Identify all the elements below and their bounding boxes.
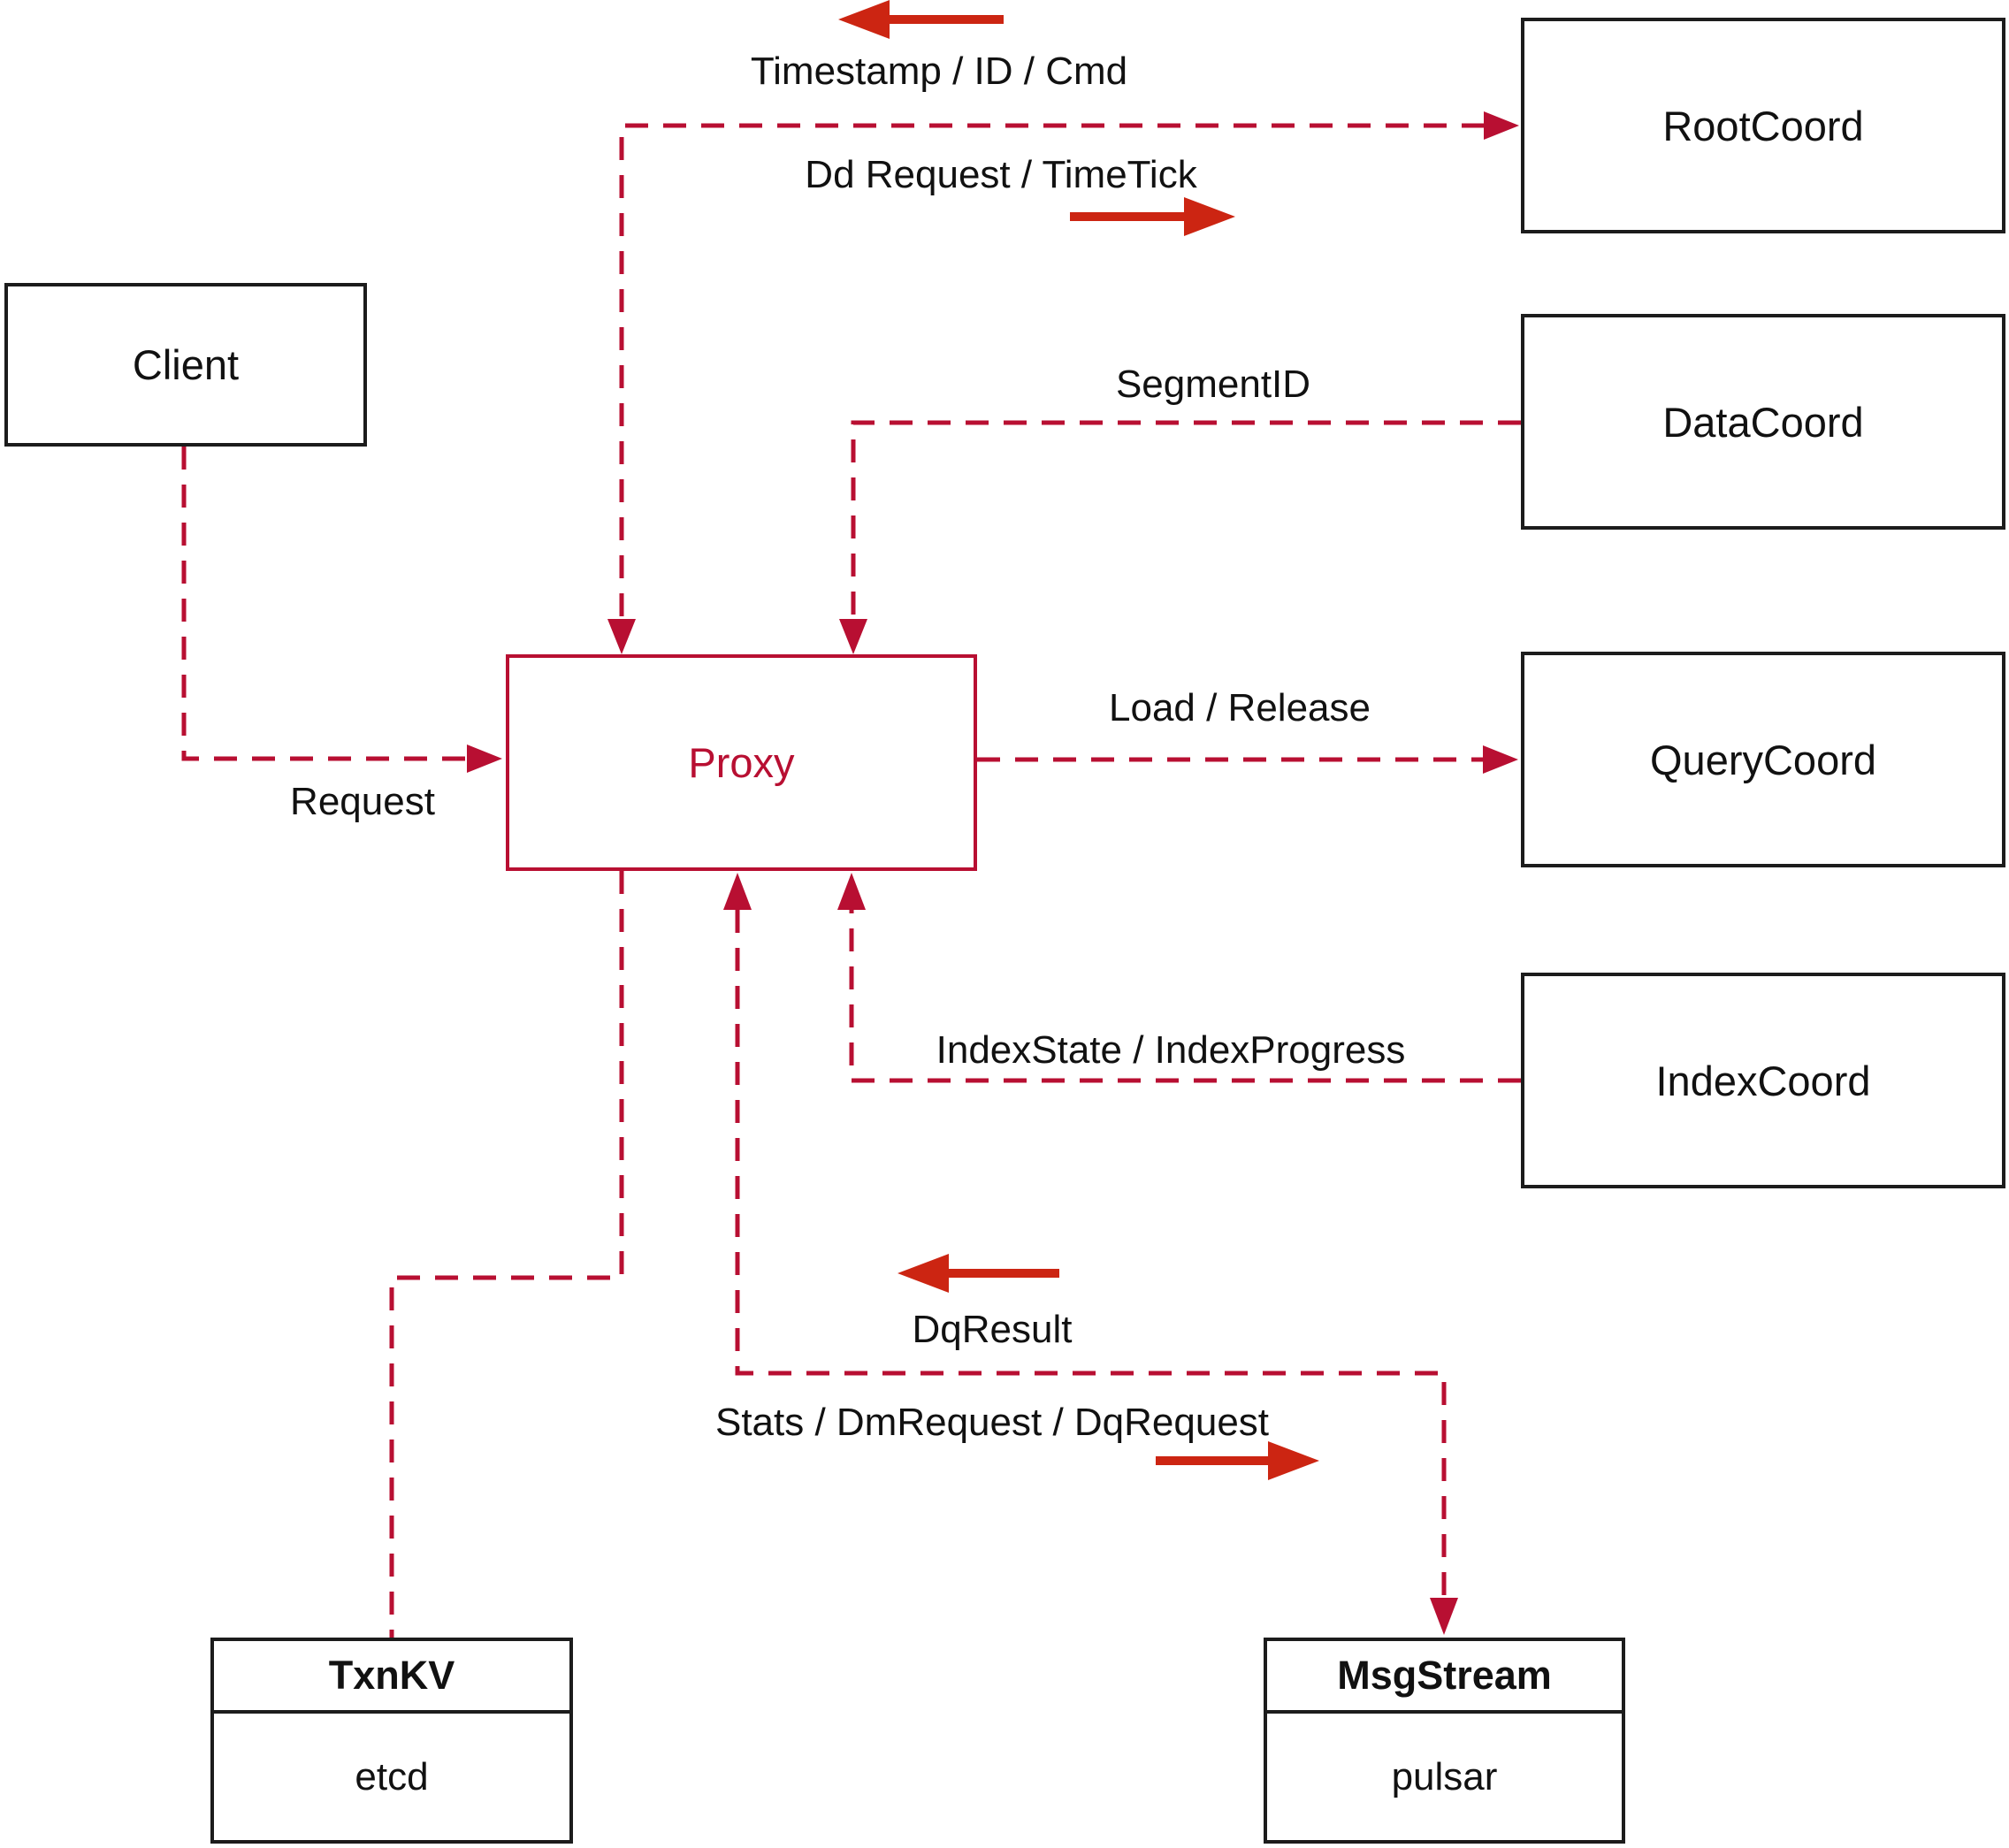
node-proxy: Proxy bbox=[506, 654, 977, 871]
edge-indexcoord-proxy bbox=[849, 910, 1521, 1083]
arrowhead-into-proxy-bottom-mid bbox=[723, 873, 752, 910]
node-msgstream-title: MsgStream bbox=[1267, 1641, 1622, 1714]
node-proxy-label: Proxy bbox=[688, 739, 795, 786]
node-querycoord: QueryCoord bbox=[1521, 652, 2005, 867]
node-indexcoord: IndexCoord bbox=[1521, 973, 2005, 1188]
edge-label-load-release: Load / Release bbox=[1109, 686, 1371, 729]
edge-label-dd-request-timetick: Dd Request / TimeTick bbox=[805, 153, 1197, 196]
edge-client-proxy bbox=[181, 447, 467, 761]
right-arrow-icon bbox=[1070, 197, 1235, 236]
edge-label-request: Request bbox=[290, 780, 435, 823]
arrowhead-into-msgstream bbox=[1430, 1598, 1458, 1635]
node-txnkv-subtitle: etcd bbox=[355, 1754, 429, 1798]
node-txnkv: TxnKV etcd bbox=[210, 1638, 573, 1844]
node-datacoord: DataCoord bbox=[1521, 314, 2005, 530]
node-msgstream: MsgStream pulsar bbox=[1264, 1638, 1625, 1844]
arrowhead-into-proxy-top-right bbox=[839, 619, 867, 654]
node-msgstream-subtitle: pulsar bbox=[1391, 1754, 1498, 1798]
arrowhead-into-proxy-bottom-right bbox=[837, 873, 866, 910]
edge-datacoord-proxy bbox=[851, 420, 1521, 619]
arrowhead-into-proxy-left bbox=[467, 745, 502, 773]
node-rootcoord: RootCoord bbox=[1521, 18, 2005, 233]
node-txnkv-title: TxnKV bbox=[214, 1641, 569, 1714]
edge-proxy-txnkv bbox=[389, 871, 624, 1638]
left-arrow-icon bbox=[898, 1254, 1059, 1293]
edge-proxy-rootcoord bbox=[619, 123, 1485, 619]
edge-label-indexstate-indexprogress: IndexState / IndexProgress bbox=[936, 1028, 1406, 1072]
edge-proxy-msgstream bbox=[735, 910, 1447, 1598]
node-rootcoord-label: RootCoord bbox=[1662, 102, 1864, 149]
right-arrow-icon bbox=[1156, 1441, 1319, 1480]
node-datacoord-label: DataCoord bbox=[1662, 398, 1864, 446]
arrowhead-into-querycoord bbox=[1483, 745, 1518, 774]
arrowhead-into-proxy-top-left bbox=[607, 619, 636, 654]
node-client: Client bbox=[4, 283, 367, 447]
arrowhead-into-rootcoord bbox=[1484, 111, 1519, 140]
node-indexcoord-label: IndexCoord bbox=[1655, 1057, 1871, 1104]
node-querycoord-label: QueryCoord bbox=[1650, 736, 1876, 783]
edge-label-dq-result: DqResult bbox=[912, 1308, 1073, 1351]
edge-label-stats-dmrequest-dqrequest: Stats / DmRequest / DqRequest bbox=[714, 1401, 1270, 1444]
left-arrow-icon bbox=[838, 0, 1004, 39]
edge-label-segment-id: SegmentID bbox=[1115, 363, 1311, 406]
node-client-label: Client bbox=[132, 341, 240, 388]
edge-label-timestamp-id-cmd: Timestamp / ID / Cmd bbox=[750, 50, 1128, 93]
